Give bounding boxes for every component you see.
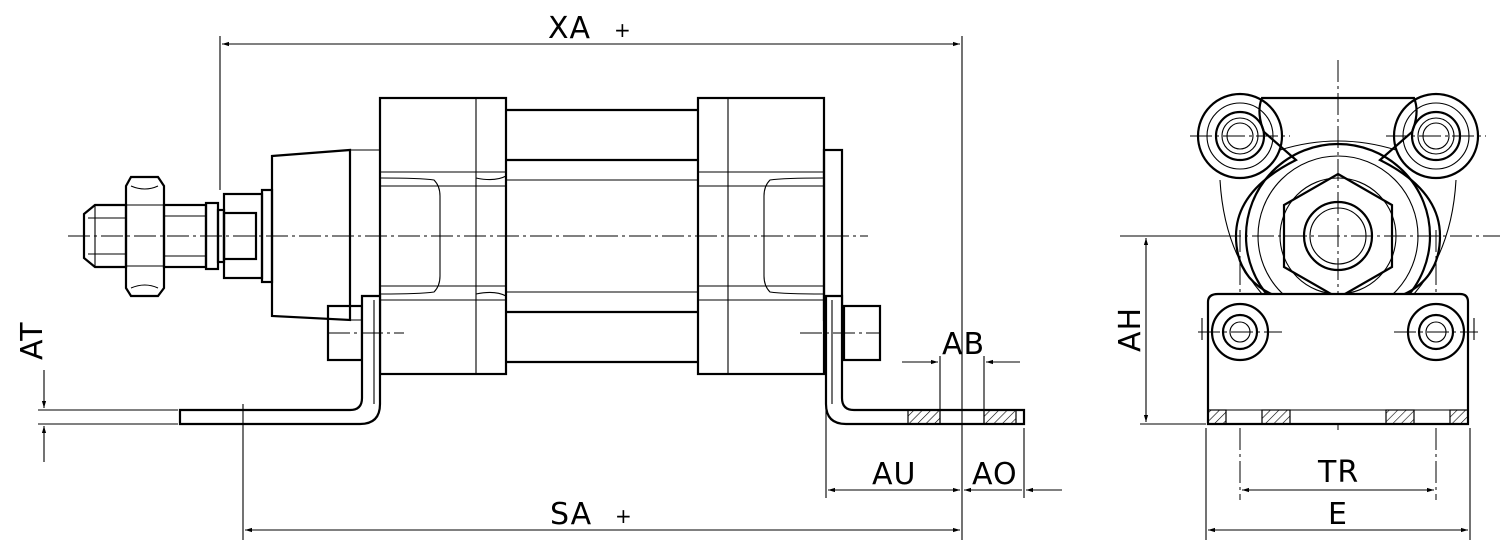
xa-label: XA [548, 11, 591, 46]
ah-label: AH [1113, 307, 1148, 352]
rear-foot-bracket [800, 294, 1026, 426]
dimension-ab: AB [902, 327, 1020, 410]
upper-right-boss [1386, 92, 1486, 180]
sa-tolerance: + [615, 504, 632, 528]
dimension-at: AT [15, 321, 178, 462]
foot-hole-left [1198, 302, 1282, 362]
dimension-sa: SA + [242, 404, 960, 540]
side-view: XA + SA + AT AB [15, 11, 1062, 540]
e-label: E [1328, 497, 1348, 532]
upper-left-boss [1190, 92, 1290, 180]
tr-label: TR [1317, 455, 1359, 490]
ab-label: AB [942, 327, 985, 362]
sa-label: SA [550, 497, 592, 532]
barrel [506, 108, 698, 364]
end-view: AH TR E [1113, 60, 1500, 540]
ao-label: AO [972, 457, 1018, 492]
foot-hole-right [1394, 302, 1478, 362]
rod-nut [124, 175, 166, 298]
dimension-xa: XA + [219, 11, 963, 540]
front-flange [378, 96, 508, 376]
dimension-e: E [1205, 428, 1471, 540]
foot-plate [1201, 292, 1475, 426]
xa-tolerance: + [614, 18, 631, 42]
dimension-tr: TR [1242, 455, 1434, 493]
rod-collar [162, 188, 274, 284]
dimension-ah: AH [1113, 235, 1236, 425]
front-cover [270, 148, 352, 322]
at-label: AT [15, 321, 50, 360]
au-label: AU [872, 457, 916, 492]
dimension-au-ao: AU AO [825, 410, 1062, 498]
front-foot-bracket [178, 294, 404, 426]
